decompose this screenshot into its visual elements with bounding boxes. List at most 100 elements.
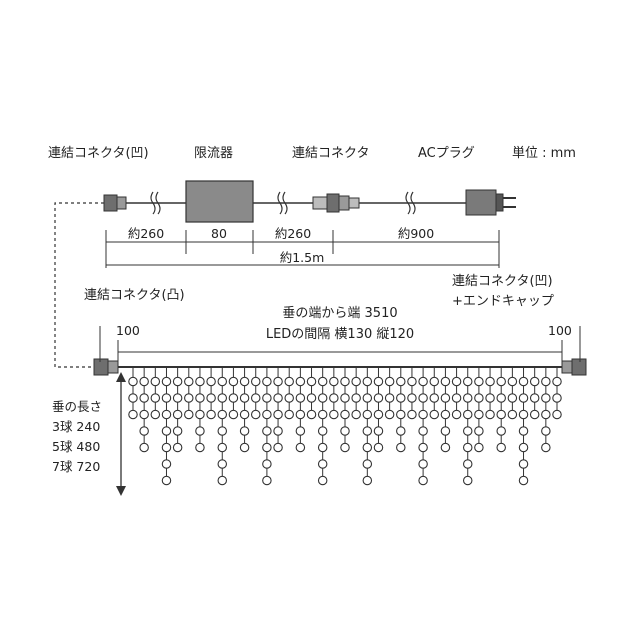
led-bulb	[206, 409, 216, 420]
label-span: 垂の端から端 3510	[282, 306, 398, 321]
led-bulb	[529, 376, 540, 387]
led-bulb	[418, 376, 428, 387]
led-bulb	[462, 409, 473, 420]
led-bulb	[295, 426, 306, 436]
led-bulb	[161, 376, 172, 387]
led-bulb	[250, 393, 261, 403]
led-bulb	[161, 475, 172, 486]
led-bulb	[418, 475, 428, 486]
drop-3: 3球 240	[52, 419, 101, 434]
led-bulb	[362, 459, 373, 469]
connector-female-body	[103, 194, 118, 212]
icicle-drops	[128, 367, 562, 486]
led-bulb	[552, 393, 562, 403]
label-connector-female-top: 連結コネクタ(凹)	[48, 146, 149, 161]
label-connector-mid: 連結コネクタ	[292, 146, 370, 161]
dim-total: 約1.5m	[279, 250, 325, 265]
led-bulb	[451, 409, 462, 420]
led-bulb	[317, 393, 328, 403]
led-bulb	[128, 376, 138, 387]
led-bulb	[418, 393, 428, 403]
led-bulb	[373, 426, 384, 436]
led-bulb	[462, 393, 473, 403]
led-bulb	[429, 376, 440, 387]
led-bulb	[340, 393, 350, 403]
led-bulb	[518, 393, 529, 403]
label-connector-female-cap-1: 連結コネクタ(凹)	[452, 274, 553, 289]
led-bulb	[373, 393, 384, 403]
led-bulb	[518, 376, 529, 387]
led-bulb	[496, 376, 506, 387]
led-bulb	[150, 376, 161, 387]
led-bulb	[362, 376, 373, 387]
dim-left-margin: 100	[116, 323, 140, 338]
led-bulb	[262, 426, 272, 436]
led-bulb	[518, 459, 529, 469]
led-bulb	[407, 393, 417, 403]
led-bulb	[217, 409, 228, 420]
led-bulb	[217, 426, 228, 436]
label-led-spacing: LEDの間隔 横130 縦120	[265, 327, 415, 342]
led-bulb	[340, 409, 350, 420]
led-bulb	[340, 426, 350, 436]
led-bulb	[496, 393, 506, 403]
drop-7: 7球 720	[52, 459, 101, 474]
led-bulb	[273, 393, 283, 403]
led-bulb	[541, 409, 551, 420]
led-bulb	[295, 409, 306, 420]
led-bulb	[462, 459, 473, 469]
led-bulb	[451, 393, 462, 403]
led-bulb	[228, 409, 239, 420]
led-bulb	[306, 409, 317, 420]
drop-length-arrow	[116, 372, 126, 496]
connector-cap-collar	[561, 360, 573, 374]
led-bulb	[340, 442, 350, 453]
led-bulb	[518, 442, 529, 453]
led-bulb	[295, 442, 306, 453]
led-bulb	[317, 459, 328, 469]
led-bulb	[128, 393, 138, 403]
led-bulb	[329, 393, 339, 403]
led-bulb	[418, 459, 428, 469]
led-bulb	[518, 426, 529, 436]
dim-80: 80	[211, 226, 227, 241]
led-bulb	[172, 426, 183, 436]
connector-male-body	[93, 358, 109, 376]
led-bulb	[317, 475, 328, 486]
led-bulb	[161, 409, 172, 420]
led-bulb	[217, 475, 228, 486]
led-bulb	[206, 393, 216, 403]
led-bulb	[440, 409, 451, 420]
led-bulb	[351, 376, 361, 387]
ac-plug	[465, 189, 516, 216]
led-bulb	[541, 426, 551, 436]
led-bulb	[250, 376, 261, 387]
connector-female-collar	[116, 196, 127, 210]
led-bulb	[239, 426, 250, 436]
led-bulb	[217, 442, 228, 453]
led-bulb	[250, 409, 261, 420]
led-bulb	[217, 459, 228, 469]
led-bulb	[474, 376, 484, 387]
led-bulb	[273, 426, 283, 436]
power-cord-assembly	[54, 180, 516, 368]
led-bulb	[362, 393, 373, 403]
drop-title: 垂の長さ	[52, 399, 103, 414]
led-bulb	[440, 442, 451, 453]
led-bulb	[262, 475, 272, 486]
led-bulb	[440, 376, 451, 387]
led-bulb	[172, 376, 183, 387]
led-bulb	[485, 393, 495, 403]
led-bulb	[407, 376, 417, 387]
led-bulb	[474, 409, 484, 420]
led-bulb	[462, 442, 473, 453]
led-bulb	[384, 393, 395, 403]
led-bulb	[161, 442, 172, 453]
led-bulb	[262, 409, 272, 420]
led-bulb	[239, 409, 250, 420]
led-bulb	[295, 393, 306, 403]
led-bulb	[362, 426, 373, 436]
led-bulb	[317, 426, 328, 436]
label-connector-female-cap-2: +エンドキャップ	[452, 294, 554, 309]
led-bulb	[184, 409, 194, 420]
